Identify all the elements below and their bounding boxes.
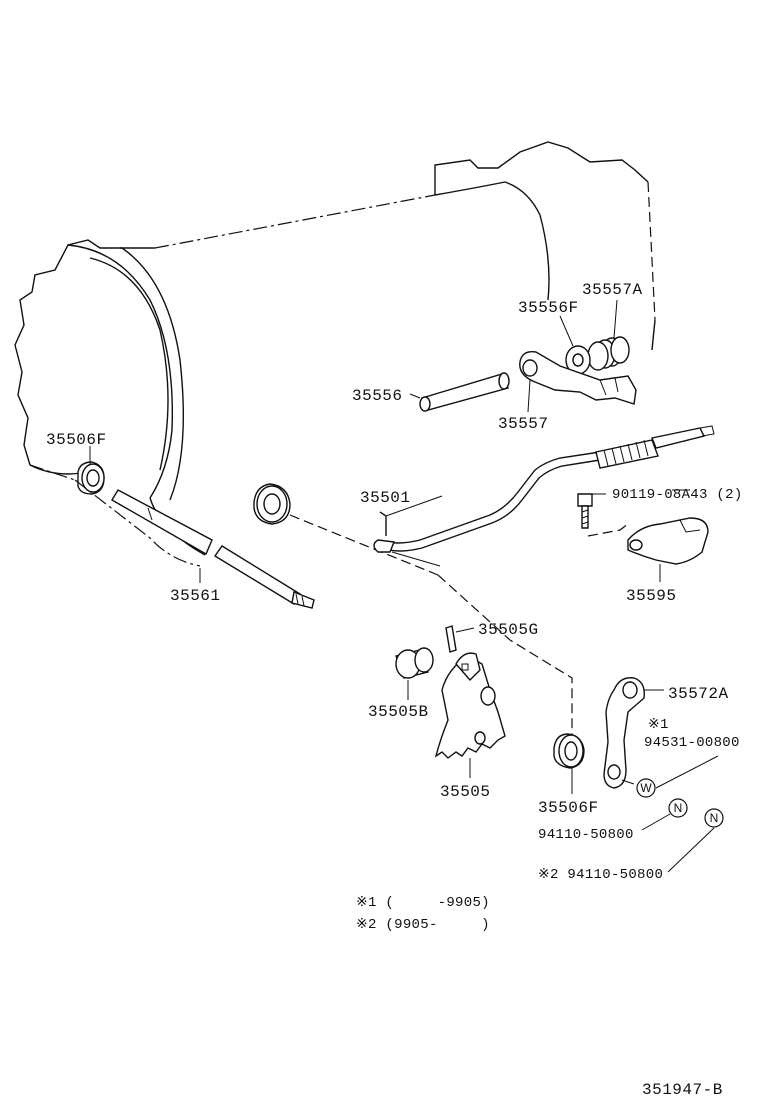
spring-35557A xyxy=(587,299,630,371)
leader-lines xyxy=(641,489,719,873)
bracket-35595 xyxy=(627,517,709,582)
rod-35501 xyxy=(373,425,715,567)
oil-seal-35506F-top xyxy=(77,446,105,495)
label-94110-a: 94110-50800 xyxy=(538,827,634,843)
label-94531: 94531-00800 xyxy=(644,735,740,751)
transmission-case xyxy=(14,141,656,556)
label-35506F-bottom: 35506F xyxy=(538,799,599,817)
circle-mark-n2: N xyxy=(704,808,724,828)
lever-35572A xyxy=(603,677,664,789)
svg-text:N: N xyxy=(674,801,683,815)
detent-plate-35505 xyxy=(434,652,506,778)
oil-seal-35506F-bottom xyxy=(553,733,585,794)
circle-mark-w: W xyxy=(636,778,656,798)
label-note-mark1: ※1 xyxy=(648,717,669,733)
seal-center xyxy=(253,483,573,735)
label-35595: 35595 xyxy=(626,587,677,605)
label-35557A: 35557A xyxy=(582,281,643,299)
diagram-id: 351947-B xyxy=(642,1081,723,1099)
label-35572A: 35572A xyxy=(668,685,729,703)
pin-35505G xyxy=(445,625,475,653)
label-35556: 35556 xyxy=(352,387,403,405)
label-35501: 35501 xyxy=(360,489,411,507)
label-35556F: 35556F xyxy=(518,299,579,317)
bushing-35505B xyxy=(395,647,434,700)
label-90119: 90119-08A43 (2) xyxy=(612,487,743,503)
label-35505G: 35505G xyxy=(478,621,539,639)
label-35561: 35561 xyxy=(170,587,221,605)
washer-35556F xyxy=(559,315,591,375)
label-35505B: 35505B xyxy=(368,703,429,721)
lever-35557 xyxy=(519,351,637,413)
label-94110-b: ※2 94110-50800 xyxy=(538,867,663,883)
svg-text:W: W xyxy=(640,781,652,795)
bolt-90119 xyxy=(577,493,629,537)
label-35505: 35505 xyxy=(440,783,491,801)
label-35557: 35557 xyxy=(498,415,549,433)
footnote-2: ※2 (9905- ) xyxy=(356,917,490,933)
pin-35556 xyxy=(409,372,510,412)
label-35506F-top: 35506F xyxy=(46,431,107,449)
circle-mark-n1: N xyxy=(668,798,688,818)
svg-text:N: N xyxy=(710,811,719,825)
footnote-1: ※1 ( -9905) xyxy=(356,895,490,911)
shaft-35561 xyxy=(74,479,315,609)
